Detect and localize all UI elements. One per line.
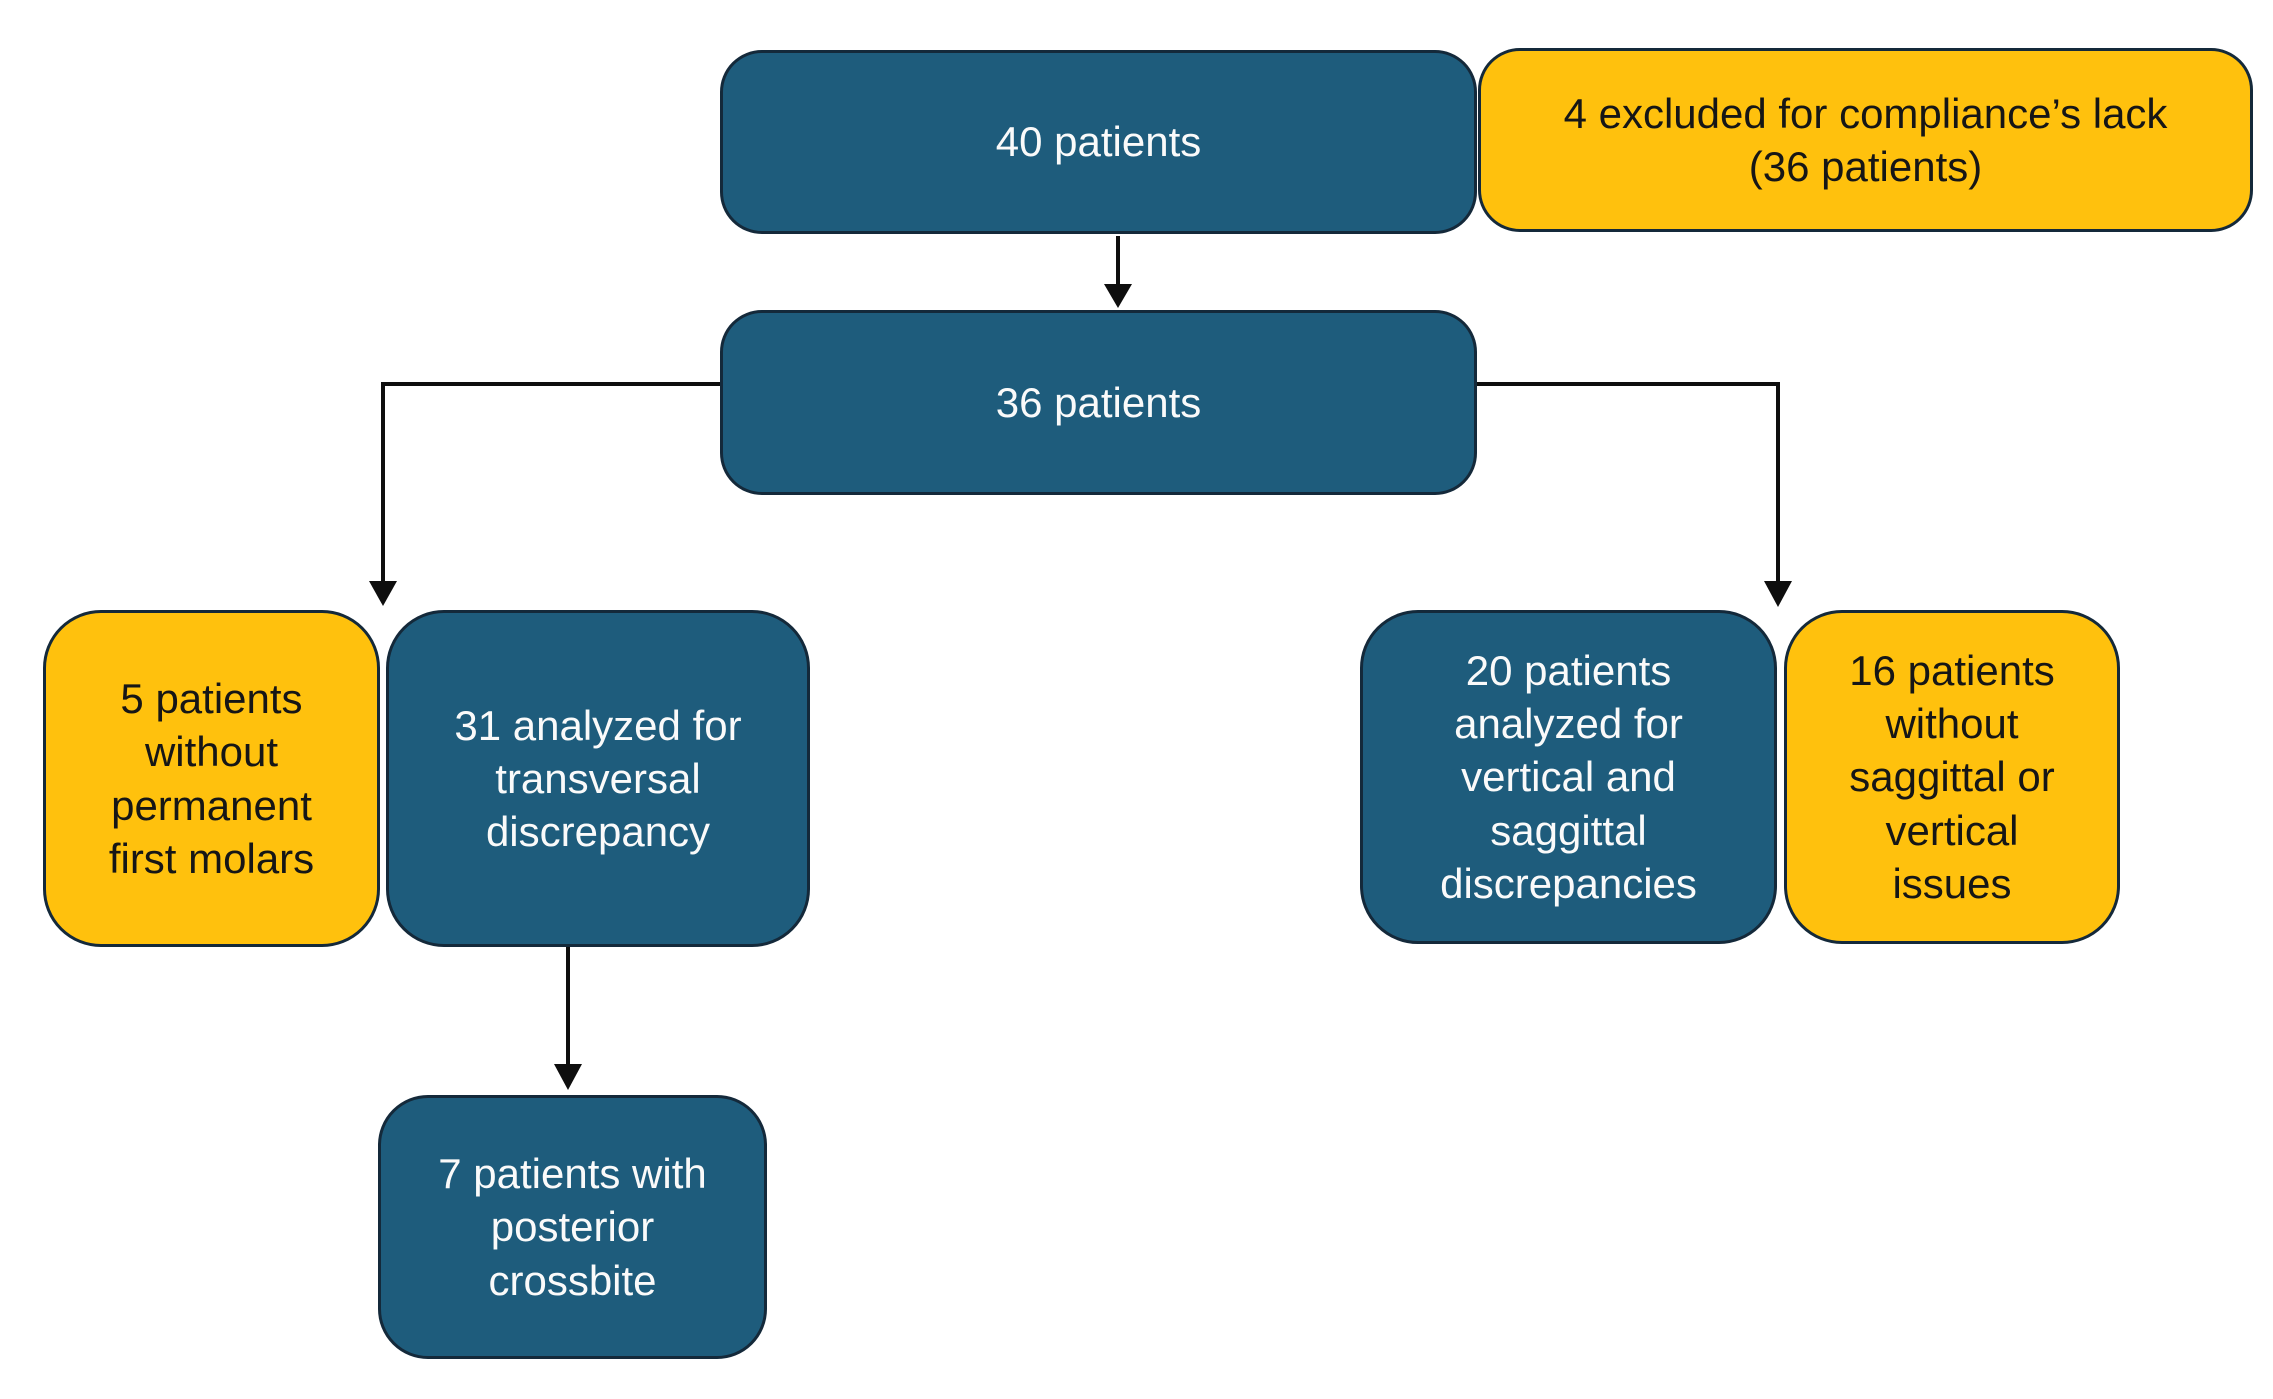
arrow-31-to-7-head <box>554 1064 582 1090</box>
branch-right-arrow-head <box>1764 581 1792 607</box>
node-5-without-permanent-molars: 5 patients without permanent first molar… <box>43 610 380 947</box>
node-4-excluded-label: 4 excluded for compliance’s lack (36 pat… <box>1563 89 2168 190</box>
node-16-without-issues: 16 patients without saggittal or vertica… <box>1784 610 2120 944</box>
node-31-transversal-discrepancy-label: 31 analyzed for transversal discrepancy <box>454 701 742 856</box>
node-20-vertical-saggittal-label: 20 patients analyzed for vertical and sa… <box>1440 646 1697 907</box>
node-16-without-issues-label: 16 patients without saggittal or vertica… <box>1849 646 2055 907</box>
node-36-patients-label: 36 patients <box>995 378 1202 426</box>
node-31-transversal-discrepancy: 31 analyzed for transversal discrepancy <box>386 610 810 947</box>
node-20-vertical-saggittal: 20 patients analyzed for vertical and sa… <box>1360 610 1777 944</box>
arrow-40-to-36 <box>1104 236 1132 308</box>
node-40-patients: 40 patients <box>720 50 1477 234</box>
node-36-patients: 36 patients <box>720 310 1477 495</box>
node-5-without-permanent-molars-label: 5 patients without permanent first molar… <box>108 674 315 882</box>
node-7-posterior-crossbite-label: 7 patients with posterior crossbite <box>438 1150 707 1304</box>
node-40-patients-label: 40 patients <box>995 118 1202 166</box>
branch-left-arrow-head <box>369 581 397 606</box>
node-7-posterior-crossbite: 7 patients with posterior crossbite <box>378 1095 767 1359</box>
arrow-31-to-7 <box>554 947 582 1090</box>
arrow-40-to-36-head <box>1104 284 1132 308</box>
node-4-excluded: 4 excluded for compliance’s lack (36 pat… <box>1478 48 2253 232</box>
